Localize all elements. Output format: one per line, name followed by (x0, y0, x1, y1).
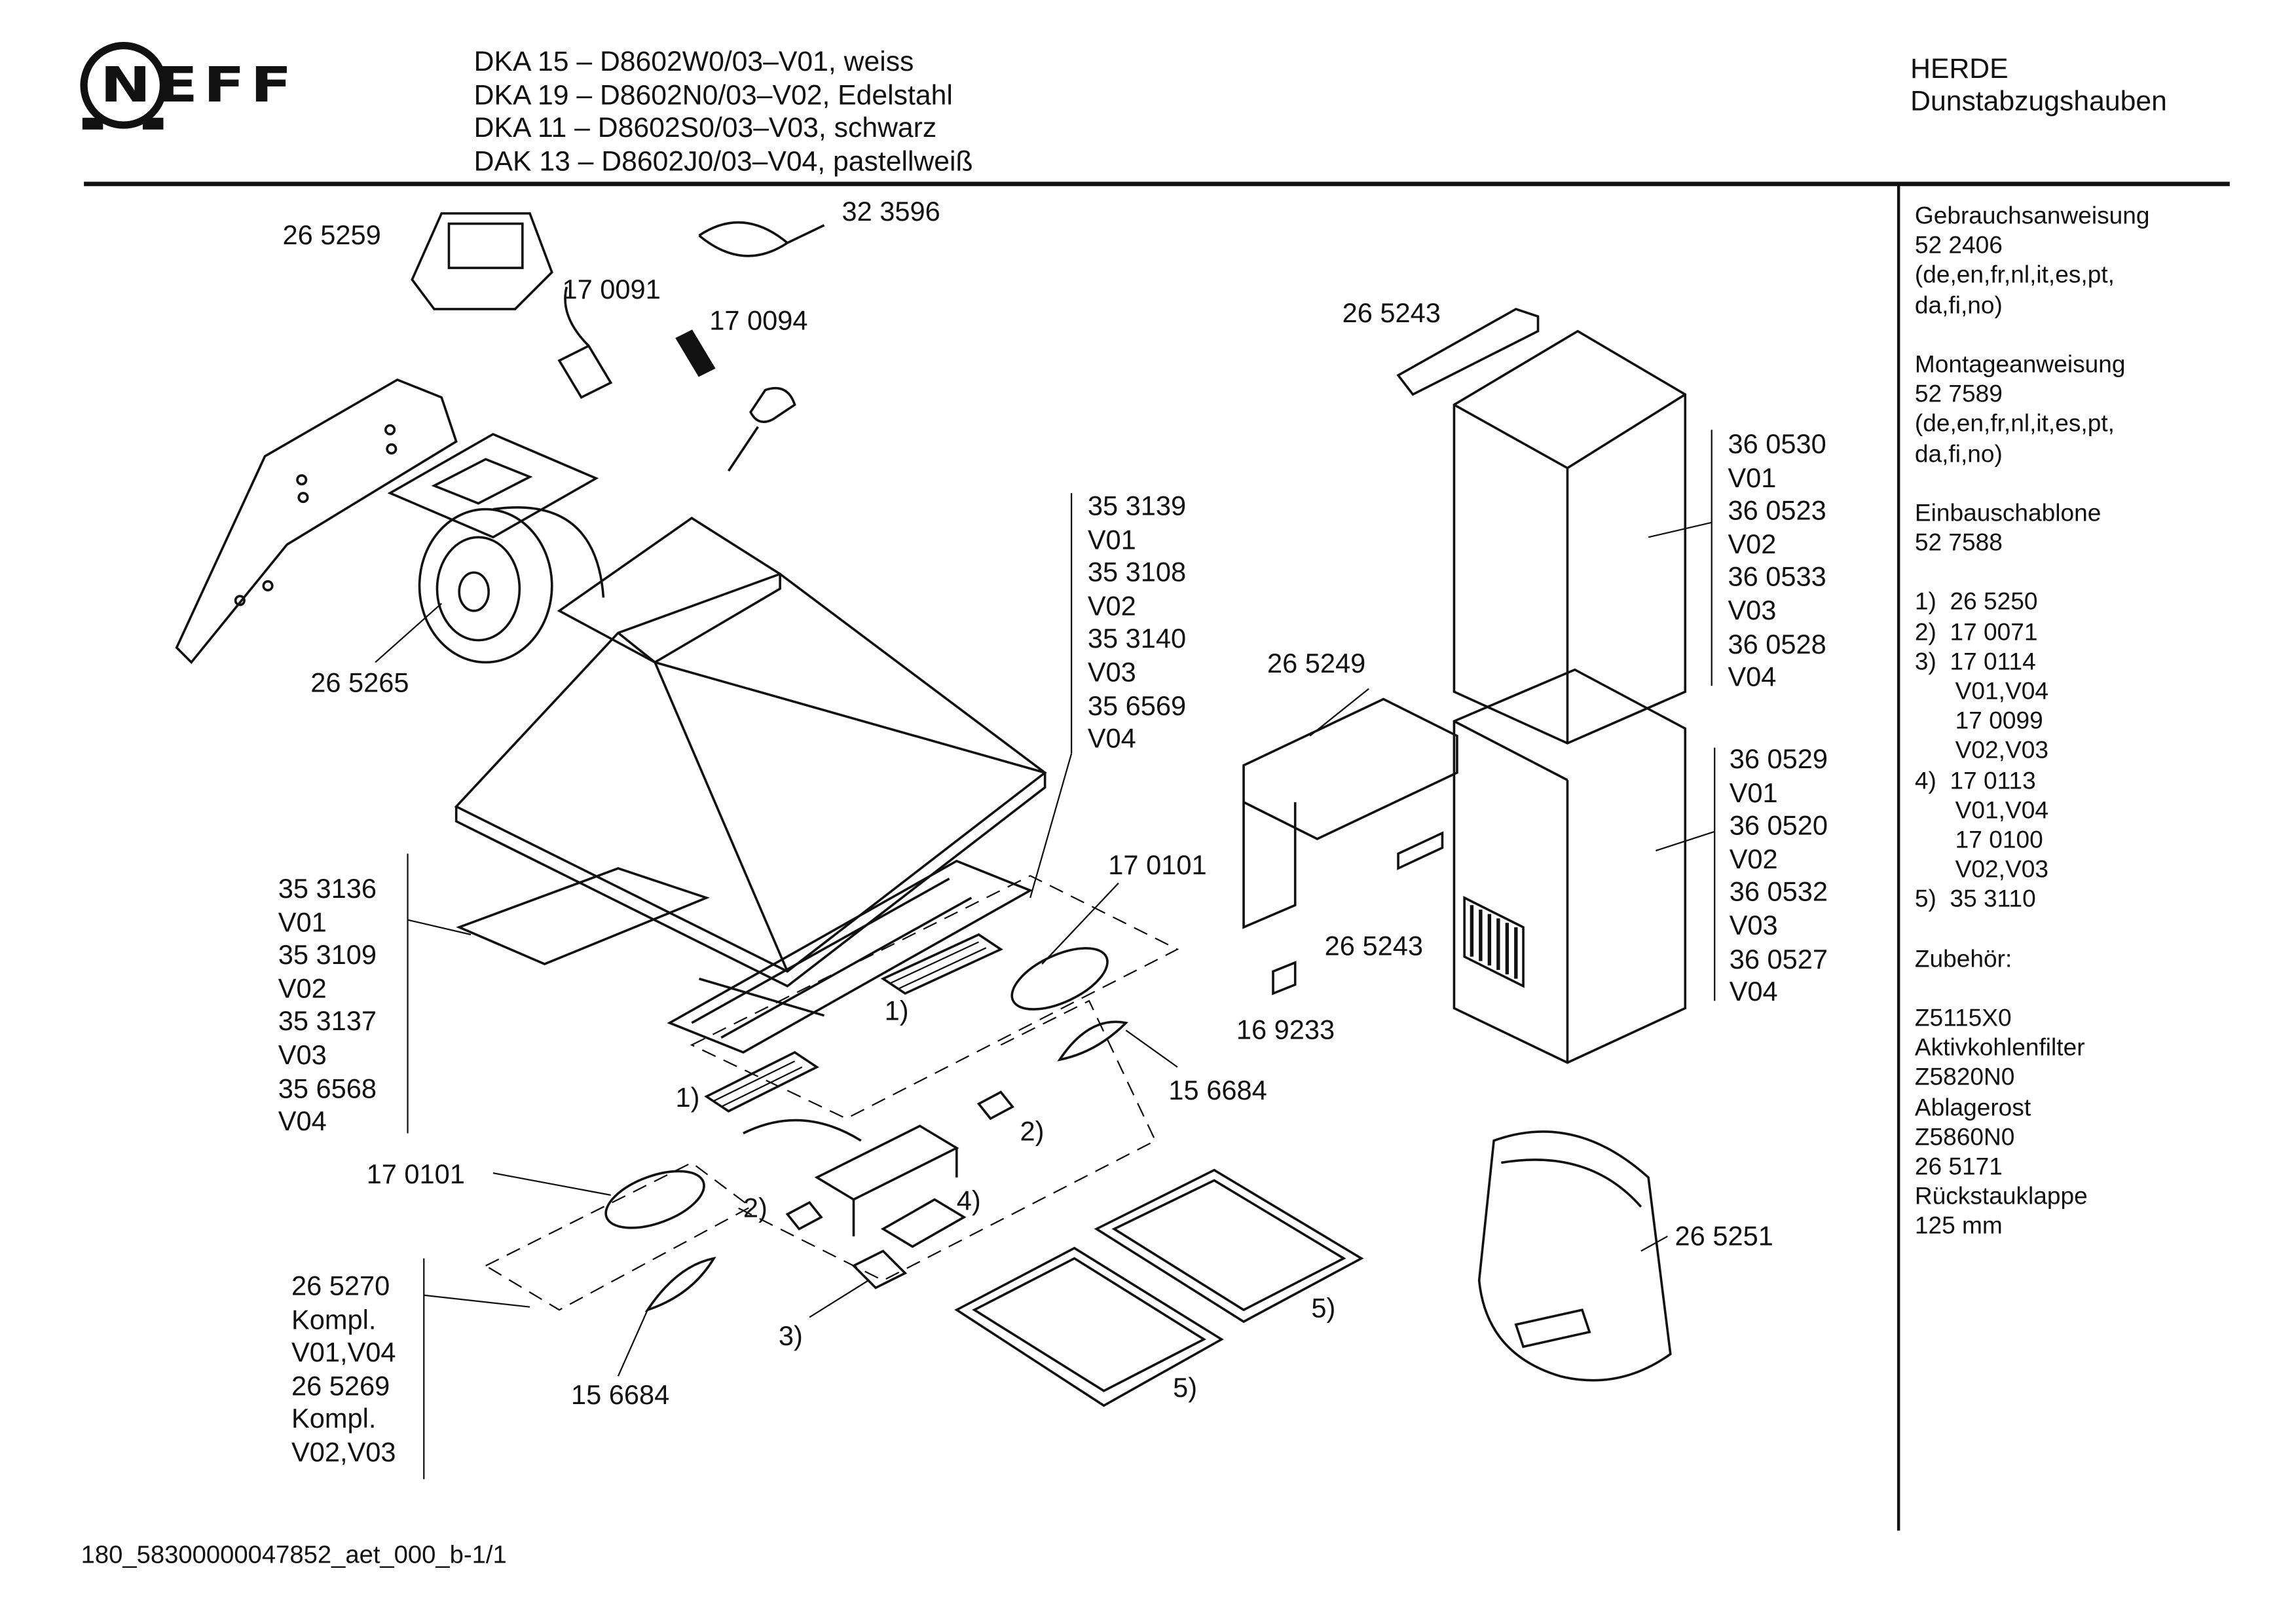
sidebar-line: 125 mm (1914, 1213, 2003, 1240)
part-label: 26 5265 (310, 667, 409, 698)
part-label: 15 6684 (1168, 1074, 1267, 1105)
part-label: 17 0091 (562, 274, 661, 305)
subcategory: Dunstabzugshauben (1910, 86, 2167, 118)
part-label: 32 3596 (842, 195, 940, 227)
category: HERDE (1910, 54, 2009, 86)
part-label: 26 5243 (1342, 297, 1441, 329)
sidebar-line (1915, 915, 2150, 944)
sidebar-line: Montageanweisung (1914, 351, 2126, 379)
part-label: 17 0094 (709, 305, 808, 336)
sidebar-line: Zubehör: (1914, 946, 2012, 973)
sidebar-line: 5) 35 3110 (1914, 886, 2036, 914)
sidebar-line: V01,V04 (1914, 797, 2048, 824)
sidebar-line: 1) 26 5250 (1914, 589, 2038, 616)
sidebar-line: da,fi,no) (1914, 441, 2003, 468)
model-line: DKA 15 – D8602W0/03–V01, weiss (473, 46, 914, 79)
ref-marker: 4) (956, 1185, 981, 1216)
brand-logo-text: NEFF (100, 56, 298, 114)
sidebar-line: Einbauschablone (1914, 500, 2102, 527)
part-label: 26 5251 (1675, 1220, 1773, 1251)
sidebar-line: V02,V03 (1914, 737, 2048, 765)
ref-marker: 1) (675, 1081, 700, 1113)
part-label: 26 5259 (282, 219, 381, 251)
sidebar-line: 52 7588 (1914, 530, 2003, 557)
sidebar-line: 26 5171 (1914, 1153, 2003, 1181)
sidebar-line: (de,en,fr,nl,it,es,pt, (1914, 262, 2115, 289)
part-label: 16 9233 (1236, 1014, 1335, 1045)
sidebar-line: V01,V04 (1914, 678, 2048, 705)
sidebar-line: Z5820N0 (1914, 1064, 2015, 1092)
sidebar-line (1915, 320, 2150, 350)
ref-marker: 2) (743, 1192, 768, 1223)
ref-marker: 5) (1311, 1292, 1336, 1324)
sidebar-line: (de,en,fr,nl,it,es,pt, (1914, 411, 2115, 438)
sidebar-line: 17 0099 (1914, 708, 2043, 735)
part-label: 26 5249 (1267, 647, 1366, 679)
ref-marker: 1) (884, 995, 909, 1026)
sidebar-line: 17 0100 (1914, 826, 2043, 854)
model-line: DKA 11 – D8602S0/03–V03, schwarz (473, 113, 937, 145)
model-line: DAK 13 – D8602J0/03–V04, pastellweiß (473, 147, 973, 178)
sidebar-line: 4) 17 0113 (1914, 768, 2036, 794)
part-label: 15 6684 (570, 1379, 670, 1411)
part-label: 26 5243 (1324, 930, 1423, 961)
sidebar-line: 52 7589 (1914, 381, 2003, 408)
sidebar-line (1915, 974, 2150, 1003)
footer-doc-id: 180_58300000047852_aet_000_b-1/1 (81, 1541, 507, 1569)
sidebar-line (1915, 469, 2150, 498)
sidebar-line: V02,V03 (1914, 857, 2048, 883)
sidebar-line: 3) 17 0114 (1914, 648, 2036, 676)
sidebar-line: Z5860N0 (1914, 1124, 2015, 1151)
part-label: 17 0101 (366, 1158, 465, 1189)
sidebar-line: Rückstauklappe (1914, 1183, 2088, 1210)
sidebar-line: Aktivkohlenfilter (1914, 1035, 2085, 1062)
model-line: DKA 19 – D8602N0/03–V02, Edelstahl (473, 81, 953, 112)
sidebar-line: Gebrauchsanweisung (1914, 203, 2150, 230)
sidebar-line (1915, 558, 2150, 587)
sidebar-line: 2) 17 0071 (1914, 619, 2038, 646)
neff-logo-emblem (80, 42, 168, 130)
sidebar-line: da,fi,no) (1914, 292, 2003, 319)
part-label: 17 0101 (1108, 849, 1207, 880)
sidebar-line: Z5115X0 (1914, 1005, 2012, 1032)
ref-marker: 2) (1020, 1115, 1045, 1147)
ref-marker: 5) (1173, 1371, 1198, 1403)
sidebar-line: Ablagerost (1914, 1094, 2031, 1121)
sidebar-line: 52 2406 (1914, 232, 2003, 259)
ref-marker: 3) (778, 1320, 803, 1352)
